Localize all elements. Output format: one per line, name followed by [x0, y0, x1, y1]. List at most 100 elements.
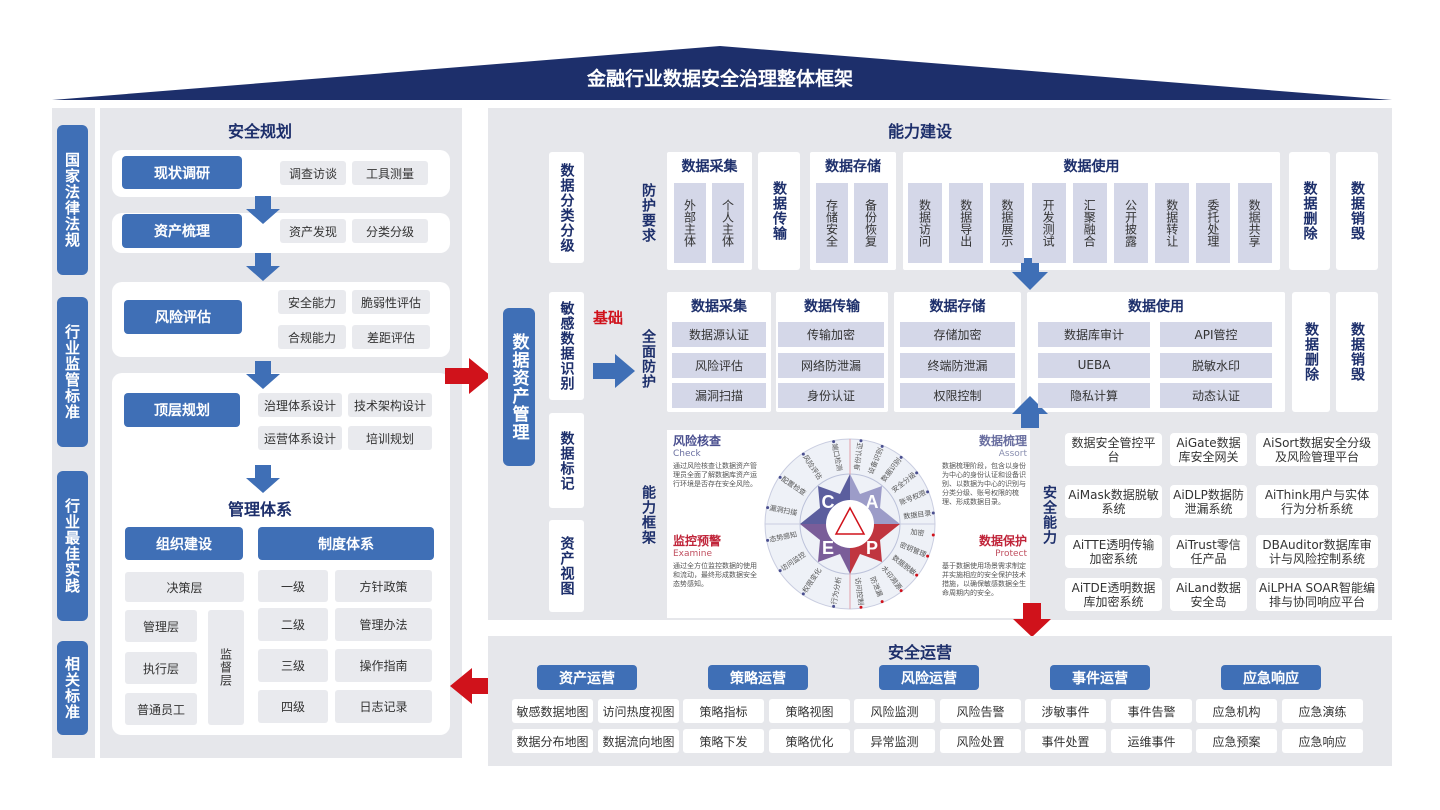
survey-button[interactable]: 现状调研: [122, 156, 242, 189]
ops-item: 应急预案: [1196, 729, 1277, 753]
ops-item: 应急响应: [1282, 729, 1363, 753]
protect-item: 数据源认证: [672, 322, 766, 347]
classify-cell: 数据分类分级: [549, 152, 584, 263]
prot-store-title: 数据存储: [929, 299, 986, 315]
operations-title: 安全运营: [887, 643, 952, 662]
product-card[interactable]: AiTTE透明传输加密系统: [1065, 535, 1162, 568]
caep-dot: [801, 592, 805, 596]
req-collect-title: 数据采集: [681, 159, 738, 175]
caep-protect-title: 数据保护: [978, 534, 1027, 548]
caep-dot: [899, 455, 903, 459]
req-item: 委托处理: [1196, 183, 1231, 263]
ops-item: 风险监测: [854, 699, 935, 723]
product-card[interactable]: AiSort数据安全分级及风险管理平台: [1256, 433, 1378, 466]
ops-item: 数据分布地图: [512, 729, 593, 753]
ops-group-button[interactable]: 事件运营: [1050, 665, 1150, 690]
arrow-left-icon: [450, 668, 492, 704]
req-item: 数据访问: [908, 183, 942, 263]
product-card[interactable]: 数据安全管控平台: [1065, 433, 1162, 466]
policy-button[interactable]: 制度体系: [258, 527, 434, 560]
product-card[interactable]: AiThink用户与实体行为分析系统: [1256, 485, 1378, 518]
product-card[interactable]: AiTDE透明数据库加密系统: [1065, 578, 1162, 611]
caep-assort-en: Assort: [998, 449, 1027, 459]
chip: 脆弱性评估: [352, 290, 430, 314]
org-level: 管理层: [125, 610, 197, 642]
req-store-title: 数据存储: [825, 159, 881, 175]
caep-dot: [778, 569, 782, 573]
policy-doc: 日志记录: [335, 690, 432, 723]
ops-item: 策略优化: [769, 729, 850, 753]
product-card[interactable]: AiLand数据安全岛: [1170, 578, 1247, 611]
req-item: 存储安全: [816, 183, 848, 263]
planning-title: 安全规划: [227, 122, 292, 141]
protect-item: 终端防泄漏: [900, 352, 1015, 378]
caep-check: 风险核查 Check 通过风险核查让数据资产管理员全面了解数据库资产运行环境是否…: [673, 432, 759, 489]
org-level: 执行层: [125, 652, 197, 684]
risk-assess-button[interactable]: 风险评估: [124, 300, 242, 334]
top-plan-button[interactable]: 顶层规划: [124, 393, 240, 427]
ops-group-button[interactable]: 资产运营: [537, 665, 637, 690]
ops-item: 数据流向地图: [598, 729, 679, 753]
protect-item: API管控: [1160, 322, 1272, 347]
req-item: 数据共享: [1237, 183, 1272, 263]
caep-dot: [766, 538, 770, 542]
ops-item: 策略下发: [683, 729, 764, 753]
policy-doc: 操作指南: [335, 649, 432, 682]
caep-dot: [915, 573, 919, 577]
prot-collect-title: 数据采集: [691, 299, 747, 315]
row-label-requirements: 防护要求: [640, 183, 656, 243]
arrow-down-icon: [246, 196, 280, 224]
chip: 运营体系设计: [258, 426, 342, 450]
basis-label: 基础: [592, 308, 623, 327]
chip: 合规能力: [278, 325, 346, 349]
product-card[interactable]: AiDLP数据防泄漏系统: [1170, 485, 1247, 518]
org-button[interactable]: 组织建设: [125, 527, 243, 560]
side-label-regulation: 行业监管标准: [57, 297, 88, 447]
ops-group-button[interactable]: 策略运营: [708, 665, 808, 690]
product-card[interactable]: AiGate数据库安全网关: [1170, 433, 1247, 466]
ops-item: 应急机构: [1196, 699, 1277, 723]
chip: 调查访谈: [280, 161, 346, 185]
prot-transfer-title: 数据传输: [804, 299, 860, 315]
asset-sort-button[interactable]: 资产梳理: [122, 214, 242, 248]
ops-item: 事件告警: [1111, 699, 1192, 723]
caep-dot: [778, 475, 782, 479]
ops-item: 事件处置: [1025, 729, 1106, 753]
row-label-framework: 能力框架: [640, 485, 656, 545]
caep-dot: [926, 554, 930, 558]
caep-dot: [926, 490, 930, 494]
caep-examine-en: Examine: [673, 549, 713, 559]
chip: 工具测量: [352, 161, 428, 185]
prot-use-title: 数据使用: [1128, 299, 1184, 315]
page-title: 金融行业数据安全治理整体框架: [586, 67, 853, 90]
req-item: 外部主体: [674, 183, 706, 263]
product-card[interactable]: AiLPHA SOAR智能编排与协同响应平台: [1256, 578, 1378, 611]
ops-group-button[interactable]: 风险运营: [879, 665, 979, 690]
product-card[interactable]: AiTrust零信任产品: [1170, 535, 1247, 568]
caep-wheel: C A E P 漏洞扫描配置检查风险评估端口检测身份认证设备识别数据识别安全分级…: [764, 438, 936, 610]
ops-group-button[interactable]: 应急响应: [1221, 665, 1321, 690]
product-card[interactable]: AiMask数据脱敏系统: [1065, 485, 1162, 518]
caep-assort: 数据梳理 Assort 数据梳理阶段，包含以身份为中心的身份认证和设备识别、以数…: [942, 432, 1027, 507]
req-transfer: 数据传输: [758, 152, 800, 270]
caep-protect-desc: 基于数据使用场景需求制定并实施相应的安全保护技术措施，以确保敏感数据全生命周期内…: [942, 562, 1026, 597]
protect-item: 权限控制: [900, 383, 1015, 408]
row-label-protection: 全面防护: [640, 329, 656, 389]
chip: 治理体系设计: [258, 393, 342, 417]
product-card[interactable]: DBAuditor数据库审计与风险控制系统: [1256, 535, 1378, 568]
caep-check-en: Check: [673, 449, 701, 459]
chip: 培训规划: [348, 426, 432, 450]
policy-level: 三级: [258, 649, 328, 682]
caep-assort-title: 数据梳理: [978, 434, 1027, 448]
req-use-title: 数据使用: [1063, 159, 1120, 175]
req-item: 公开披露: [1114, 183, 1148, 263]
caep-spoke-label: 数据目录: [903, 508, 932, 521]
arrow-down-icon: [1012, 258, 1048, 290]
caep-dot: [931, 533, 935, 537]
req-item: 备份恢复: [854, 183, 888, 263]
ops-item: 应急演练: [1282, 699, 1363, 723]
caep-spoke-label: 身份认证: [852, 442, 865, 471]
caep-dot: [880, 600, 884, 604]
protect-item: 传输加密: [778, 322, 884, 347]
caep-dot: [915, 471, 919, 475]
